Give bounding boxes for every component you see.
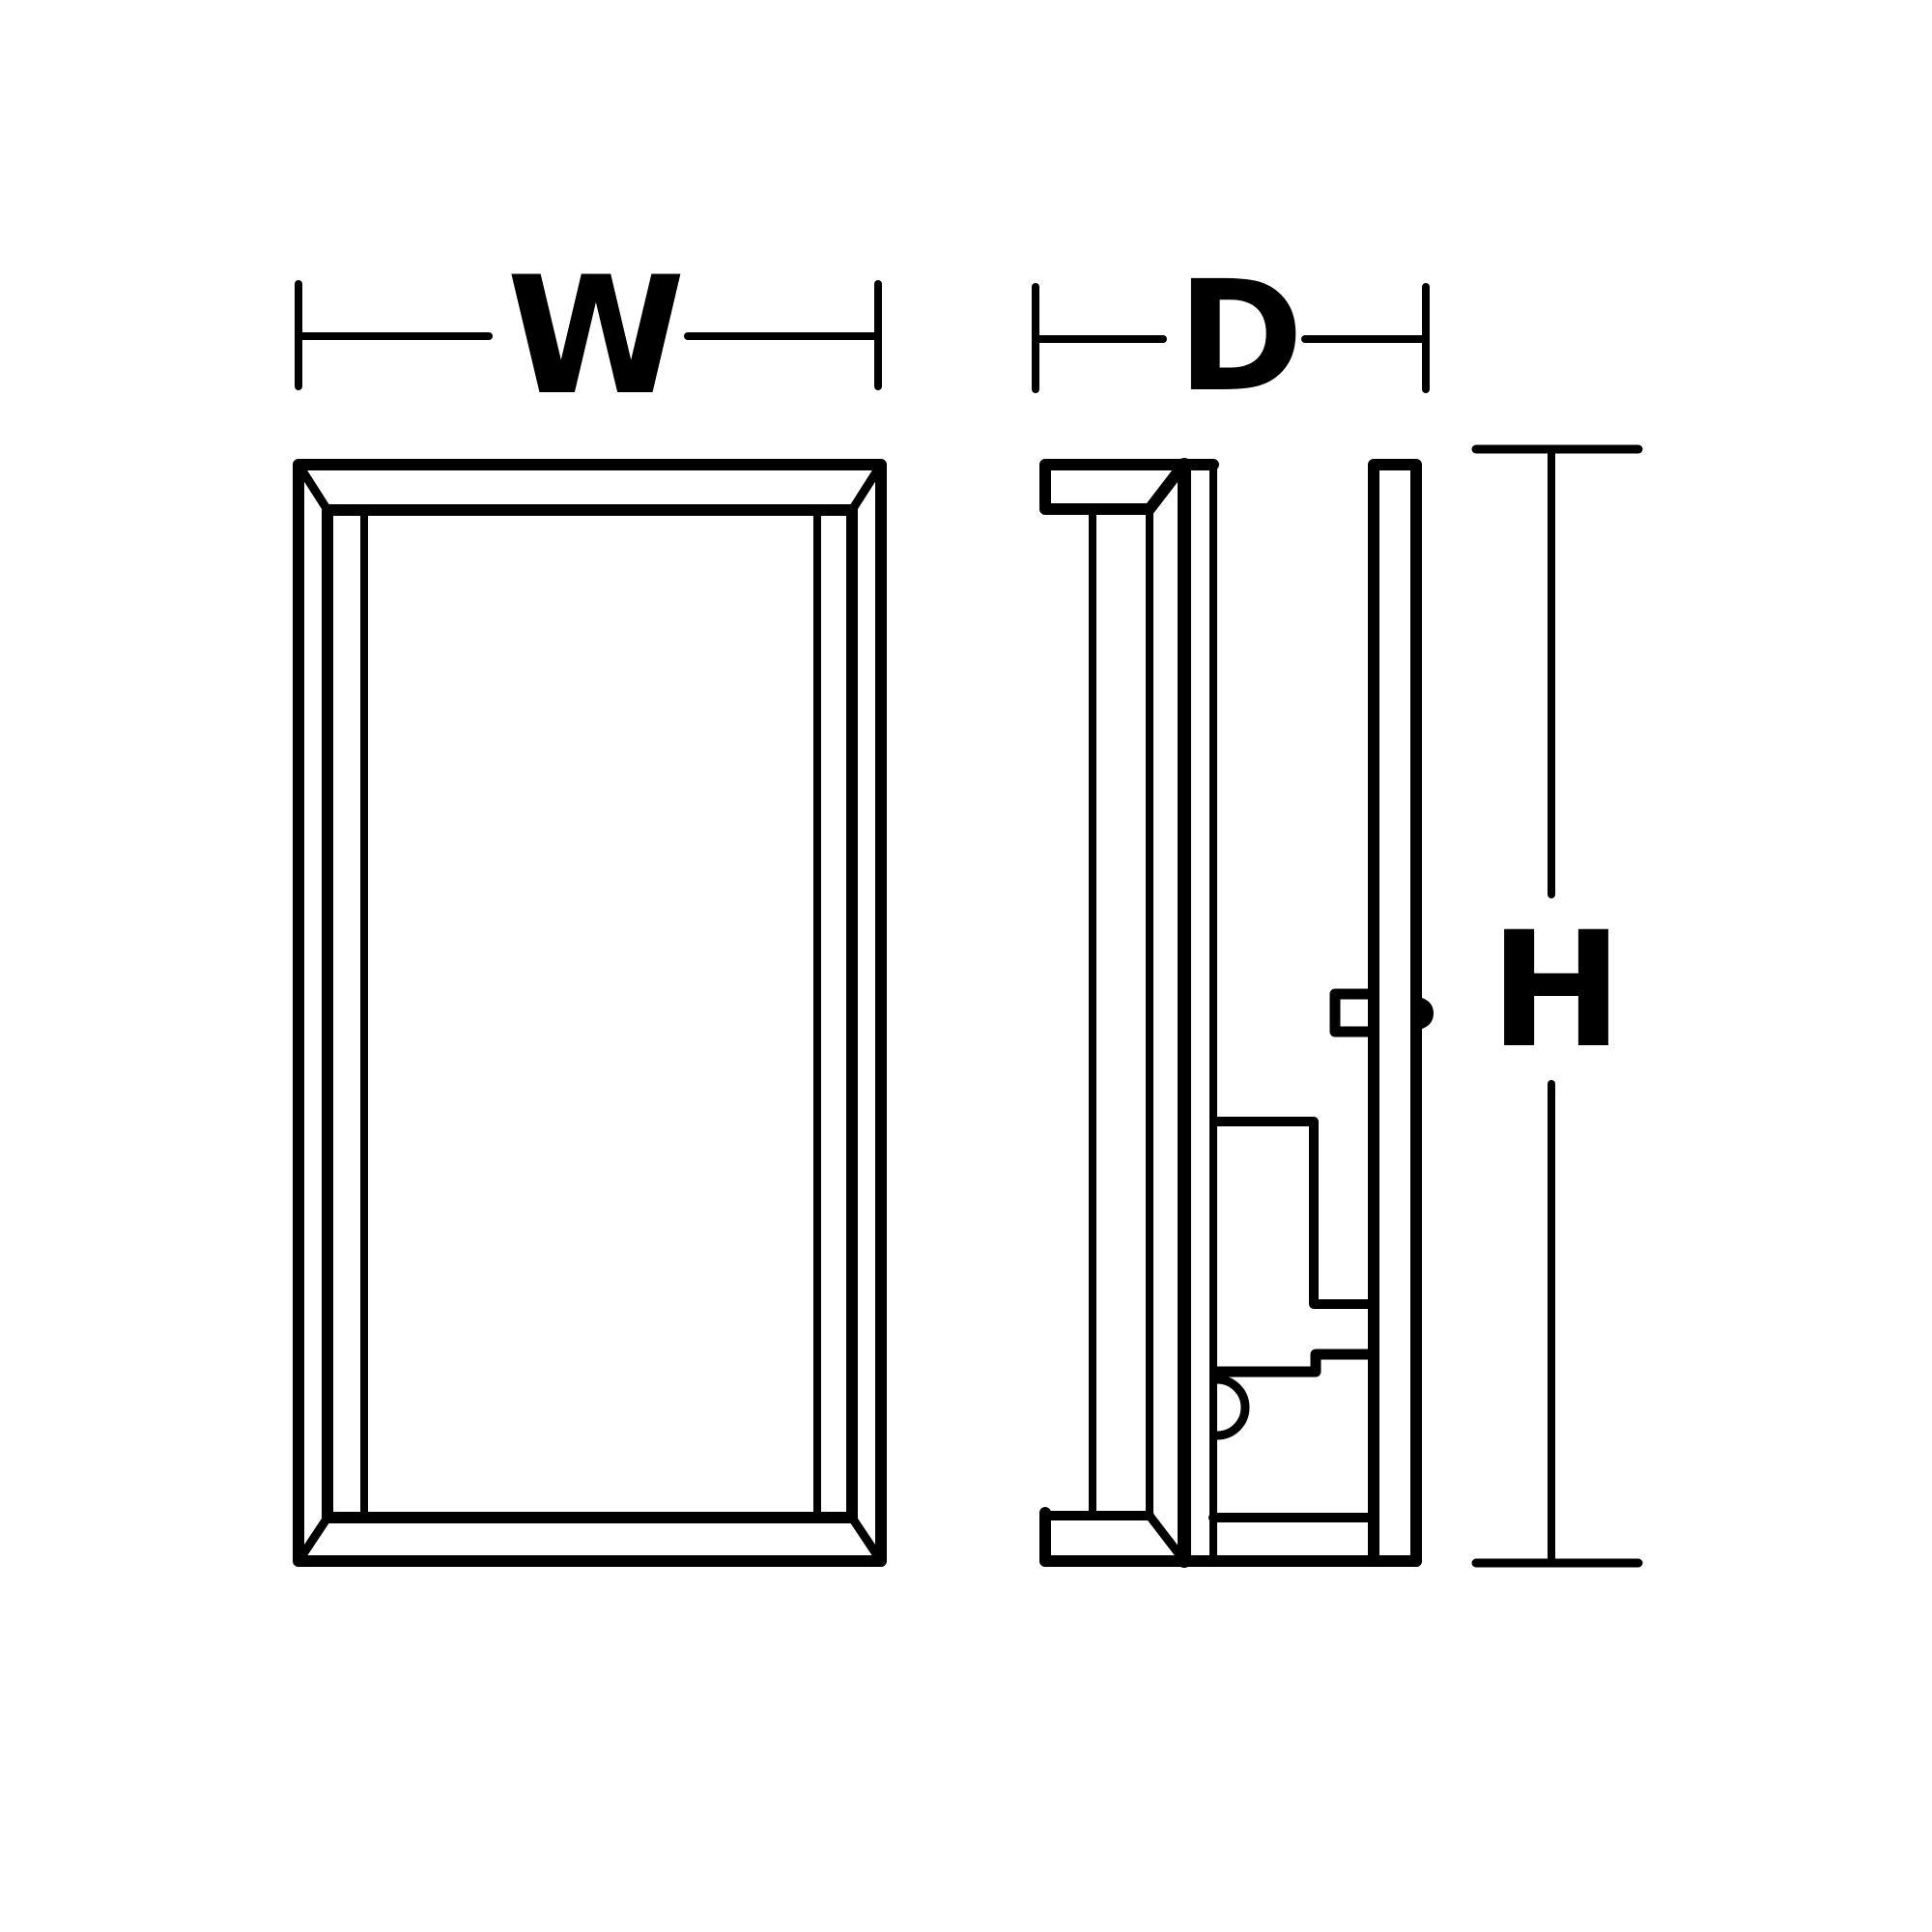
side-bottom-cap xyxy=(1039,1507,1422,1567)
bevel-bottom-left xyxy=(294,1513,332,1566)
depth-label: D xyxy=(1177,248,1303,426)
wall-screw-icon xyxy=(1419,997,1434,1030)
side-top-cap xyxy=(1039,459,1219,515)
bevel-bottom-right xyxy=(847,1513,886,1566)
bevel-top-right xyxy=(847,460,886,515)
width-label: W xyxy=(506,242,685,431)
mount-bracket-lower xyxy=(1209,1349,1378,1378)
side-bottom-bevel xyxy=(1145,1511,1186,1562)
width-dimension: W xyxy=(295,242,882,431)
front-view xyxy=(293,459,887,1567)
mount-cable-loop xyxy=(1212,1375,1250,1440)
bevel-top-left xyxy=(294,460,332,515)
front-inner-frame xyxy=(322,504,858,1523)
depth-dimension: D xyxy=(1032,248,1430,426)
side-view xyxy=(1039,458,1434,1568)
mount-knob xyxy=(1329,988,1376,1037)
height-dimension: H xyxy=(1471,444,1643,1568)
height-label: H xyxy=(1490,897,1623,1083)
front-outer-frame xyxy=(293,459,887,1567)
side-backplate xyxy=(1368,459,1422,1567)
mount-bracket-upper xyxy=(1210,1117,1377,1309)
